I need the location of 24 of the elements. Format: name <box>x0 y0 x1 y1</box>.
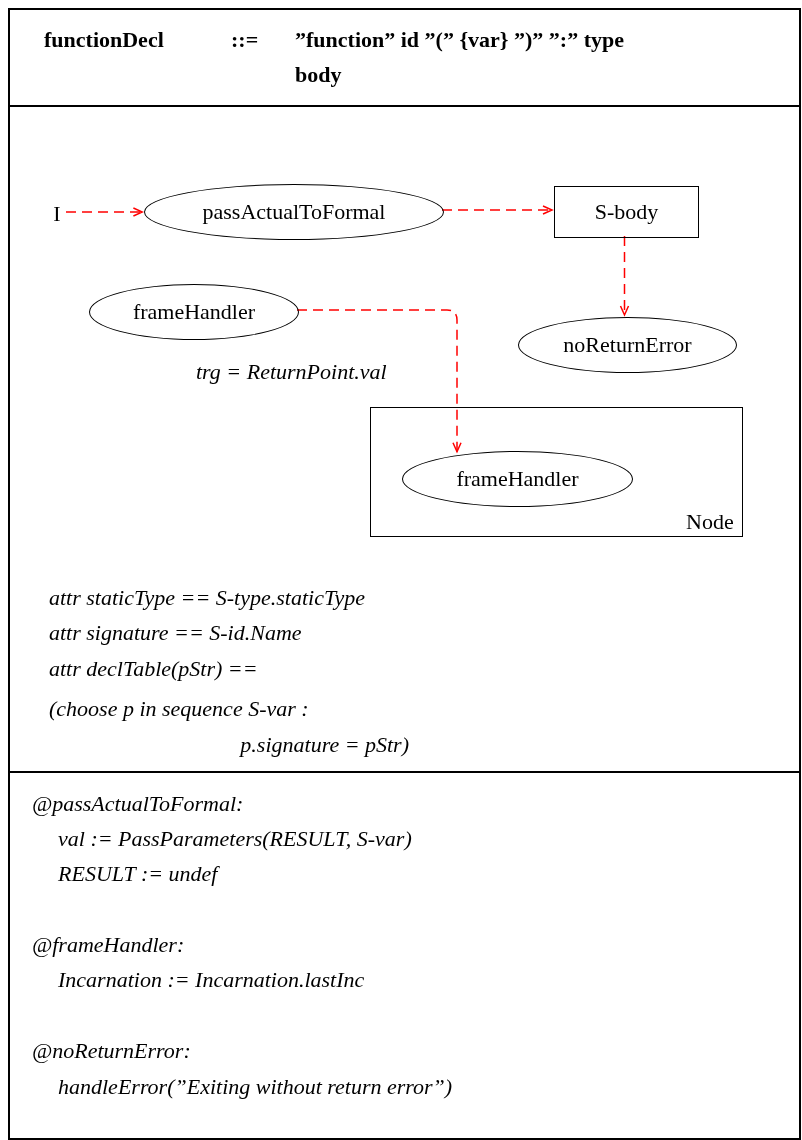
arrow <box>441 205 553 215</box>
attribute-definition: (choose p in sequence S-var : p.signature = pStr) <box>49 695 409 759</box>
code-line: @passActualToFormal: <box>32 790 244 818</box>
production-rule: ”function” id ”(” {var} ”)” ”:” type body <box>295 26 625 89</box>
definition-symbol: ::= <box>231 26 259 54</box>
attribute-definition: attr staticType == S-type.staticType <box>49 584 366 612</box>
rect-node: S-body <box>554 186 699 238</box>
arrow <box>619 235 630 316</box>
code-line: @frameHandler: <box>32 931 185 959</box>
attribute-definition: attr declTable(pStr) == <box>49 655 258 683</box>
code-panel <box>8 771 801 1140</box>
code-line: handleError(”Exiting without return error”) <box>58 1073 453 1101</box>
arrow <box>296 309 462 453</box>
code-line: Incarnation := Incarnation.lastInc <box>58 966 365 994</box>
arrow <box>65 207 144 217</box>
code-line: val := PassParameters(RESULT, S-var) <box>58 825 412 853</box>
header-panel <box>8 8 801 107</box>
code-line: RESULT := undef <box>58 860 218 888</box>
start-label: I <box>46 200 68 228</box>
production-name: functionDecl <box>44 26 164 54</box>
container-box <box>370 407 743 537</box>
attribute-definition: attr signature == S-id.Name <box>49 619 302 647</box>
code-line: @noReturnError: <box>32 1037 191 1065</box>
box-label: Node <box>686 508 734 536</box>
